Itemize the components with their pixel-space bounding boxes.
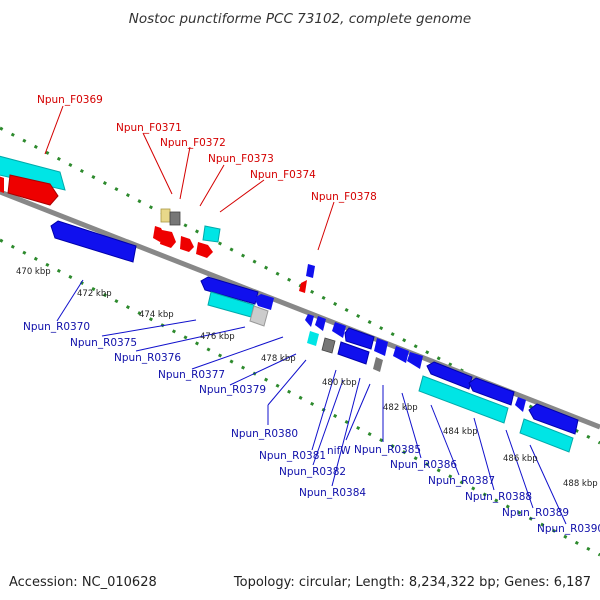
- scale-label: 476 kbp: [200, 332, 235, 342]
- gene-label-reverse[interactable]: Npun_R0376: [114, 352, 181, 364]
- gene-label-reverse[interactable]: Npun_R0382: [279, 466, 346, 478]
- leader-line: [229, 353, 297, 386]
- scale-label: 478 kbp: [261, 354, 296, 364]
- gene-label-reverse[interactable]: Npun_R0375: [70, 337, 137, 349]
- leader-line: [331, 377, 361, 487]
- gene-feature[interactable]: [374, 338, 388, 356]
- leader-line: [135, 326, 246, 352]
- gene-feature[interactable]: [468, 377, 515, 406]
- gene-label-reverse[interactable]: Npun_R0387: [428, 475, 495, 487]
- leader-line: [430, 404, 460, 476]
- gene-feature[interactable]: [249, 305, 269, 327]
- page-title: Nostoc punctiforme PCC 73102, complete g…: [129, 11, 471, 27]
- gene-feature[interactable]: [305, 314, 314, 327]
- leader-line: [267, 359, 307, 406]
- gene-label-forward[interactable]: Npun_F0373: [208, 153, 274, 165]
- leader-line: [401, 392, 422, 459]
- leader-line: [317, 201, 335, 251]
- gene-feature[interactable]: [160, 230, 176, 248]
- leader-line: [199, 164, 225, 207]
- gene-feature[interactable]: [254, 294, 274, 310]
- gene-label-reverse[interactable]: Npun_R0390: [537, 523, 600, 535]
- reverse-tick-track: [0, 238, 600, 557]
- scale-label: 488 kbp: [563, 479, 598, 489]
- gene-feature[interactable]: [200, 276, 259, 305]
- gene-feature[interactable]: [515, 397, 526, 412]
- leader-line: [529, 444, 567, 525]
- gene-feature[interactable]: [519, 418, 574, 453]
- gene-label-forward[interactable]: Npun_F0374: [250, 169, 316, 181]
- leader-line: [312, 379, 344, 466]
- gene-feature[interactable]: [315, 316, 326, 331]
- gene-feature[interactable]: [0, 155, 66, 191]
- gene-label-reverse[interactable]: Npun_R0379: [199, 384, 266, 396]
- leader-line: [345, 383, 371, 441]
- gene-feature[interactable]: [344, 327, 375, 350]
- scale-label: 482 kbp: [383, 403, 418, 413]
- accession-text: Accession: NC_010628: [9, 575, 157, 590]
- gene-feature[interactable]: [332, 322, 346, 338]
- gene-label-forward[interactable]: Npun_F0369: [37, 94, 103, 106]
- gene-label-reverse[interactable]: Npun_R0384: [299, 487, 366, 499]
- gene-feature[interactable]: [169, 211, 181, 226]
- gene-feature[interactable]: [196, 242, 213, 258]
- leader-line: [311, 369, 337, 451]
- gene-feature[interactable]: [426, 361, 473, 390]
- scale-label: 486 kbp: [503, 454, 538, 464]
- gene-label-reverse[interactable]: Npun_R0389: [502, 507, 569, 519]
- scale-label: 480 kbp: [322, 378, 357, 388]
- gene-feature[interactable]: [418, 375, 509, 424]
- gene-feature[interactable]: [7, 174, 59, 206]
- gene-feature[interactable]: [180, 236, 194, 252]
- scale-label: 472 kbp: [77, 289, 112, 299]
- leader-line: [473, 417, 495, 491]
- gene-feature[interactable]: [0, 175, 4, 193]
- gene-label-reverse[interactable]: Npun_R0386: [390, 459, 457, 471]
- scale-label: 484 kbp: [443, 427, 478, 437]
- gene-feature[interactable]: [528, 403, 579, 435]
- gene-label-reverse[interactable]: Npun_R0381: [259, 450, 326, 462]
- gene-feature[interactable]: [306, 264, 315, 278]
- forward-tick-track: [0, 126, 600, 445]
- topology-text: Topology: circular; Length: 8,234,322 bp…: [233, 575, 591, 590]
- gene-feature[interactable]: [393, 346, 409, 363]
- leader-line: [56, 279, 84, 322]
- gene-feature[interactable]: [307, 331, 319, 346]
- gene-label-reverse[interactable]: Npun_R0380: [231, 428, 298, 440]
- gene-label-forward[interactable]: Npun_F0378: [311, 191, 377, 203]
- scale-label: 470 kbp: [16, 267, 51, 277]
- leader-line: [505, 429, 534, 509]
- gene-label-forward[interactable]: Npun_F0372: [160, 137, 226, 149]
- gene-feature[interactable]: [373, 357, 383, 372]
- leader-line: [44, 105, 64, 155]
- gene-feature[interactable]: [321, 337, 336, 354]
- gene-label-reverse[interactable]: Npun_R0385: [354, 444, 421, 456]
- leader-line: [101, 319, 197, 337]
- leader-line: [142, 132, 173, 195]
- gene-feature[interactable]: [160, 208, 171, 223]
- leader-line: [191, 336, 284, 370]
- gene-label-reverse[interactable]: nifW: [327, 445, 351, 457]
- gene-feature[interactable]: [337, 341, 370, 365]
- leader-line: [219, 179, 265, 213]
- gene-feature[interactable]: [299, 280, 307, 293]
- gene-feature[interactable]: [50, 220, 137, 263]
- gene-label-forward[interactable]: Npun_F0371: [116, 122, 182, 134]
- gene-label-reverse[interactable]: Npun_R0370: [23, 321, 90, 333]
- gene-label-reverse[interactable]: Npun_R0388: [465, 491, 532, 503]
- gene-feature[interactable]: [407, 352, 423, 369]
- gene-feature[interactable]: [202, 225, 221, 243]
- leader-line: [179, 146, 191, 200]
- gene-label-reverse[interactable]: Npun_R0377: [158, 369, 225, 381]
- scale-label: 474 kbp: [139, 310, 174, 320]
